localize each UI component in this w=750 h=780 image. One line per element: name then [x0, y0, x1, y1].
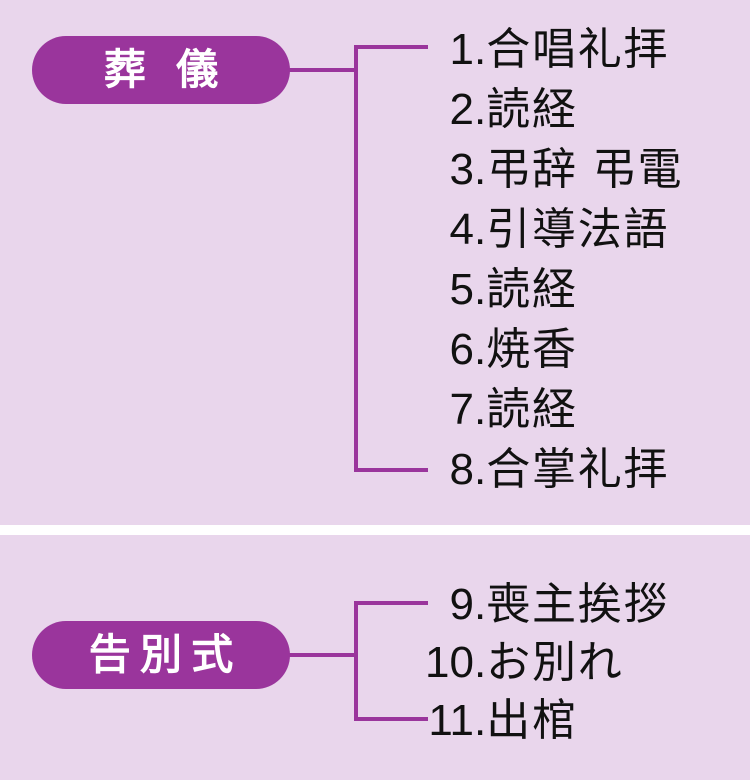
item-dot: .	[474, 580, 487, 629]
item-dot: .	[474, 145, 487, 194]
item-number: 2	[449, 85, 474, 134]
node-farewell[interactable]: 告別式	[32, 621, 290, 689]
section-panel-farewell: 告別式 9.喪主挨拶 10.お別れ 11.出棺	[0, 535, 750, 780]
item-number: 9	[449, 580, 474, 629]
item-text: お別れ	[486, 638, 624, 687]
item-dot: .	[474, 385, 487, 434]
connector-stem-funeral	[288, 68, 358, 72]
connector-stem-farewell	[288, 653, 358, 657]
item-text: 合唱礼拝	[486, 25, 670, 74]
item-text: 焼香	[486, 325, 578, 374]
item-number: 3	[449, 145, 474, 194]
item-dot: .	[474, 445, 487, 494]
item-dot: .	[474, 205, 487, 254]
item-number: 5	[449, 265, 474, 314]
bracket-arm-farewell-bottom	[354, 717, 428, 721]
item-number: 8	[449, 445, 474, 494]
item-text: 出棺	[486, 696, 578, 745]
bracket-spine-farewell	[354, 601, 358, 721]
section-panel-funeral: 葬 儀 1.合唱礼拝 2.読経 3.弔辞 弔電 4.引導法語 5.読経	[0, 0, 750, 525]
item-dot: .	[474, 638, 487, 687]
item-dot: .	[474, 265, 487, 314]
item-text: 弔辞 弔電	[486, 145, 684, 194]
bracket-arm-funeral-top	[354, 45, 428, 49]
item-number: 6	[449, 325, 474, 374]
node-farewell-label: 告別式	[88, 631, 243, 678]
item-text: 喪主挨拶	[486, 580, 670, 629]
item-dot: .	[474, 25, 487, 74]
item-text: 読経	[486, 385, 578, 434]
item-number: 7	[449, 385, 474, 434]
item-number: 10	[425, 638, 474, 687]
item-dot: .	[474, 325, 487, 374]
item-dot: .	[474, 85, 487, 134]
item-number: 1	[449, 25, 474, 74]
item-dot: .	[474, 696, 487, 745]
bracket-spine-funeral	[354, 45, 358, 472]
item-number: 11	[428, 696, 474, 745]
bracket-arm-farewell-top	[354, 601, 428, 605]
item-text: 読経	[486, 265, 578, 314]
item-text: 読経	[486, 85, 578, 134]
item-number: 4	[449, 205, 474, 254]
item-text: 引導法語	[486, 205, 670, 254]
node-funeral-label: 葬 儀	[103, 46, 228, 93]
bracket-arm-funeral-bottom	[354, 468, 428, 472]
node-funeral[interactable]: 葬 儀	[32, 36, 290, 104]
item-text: 合掌礼拝	[486, 445, 670, 494]
